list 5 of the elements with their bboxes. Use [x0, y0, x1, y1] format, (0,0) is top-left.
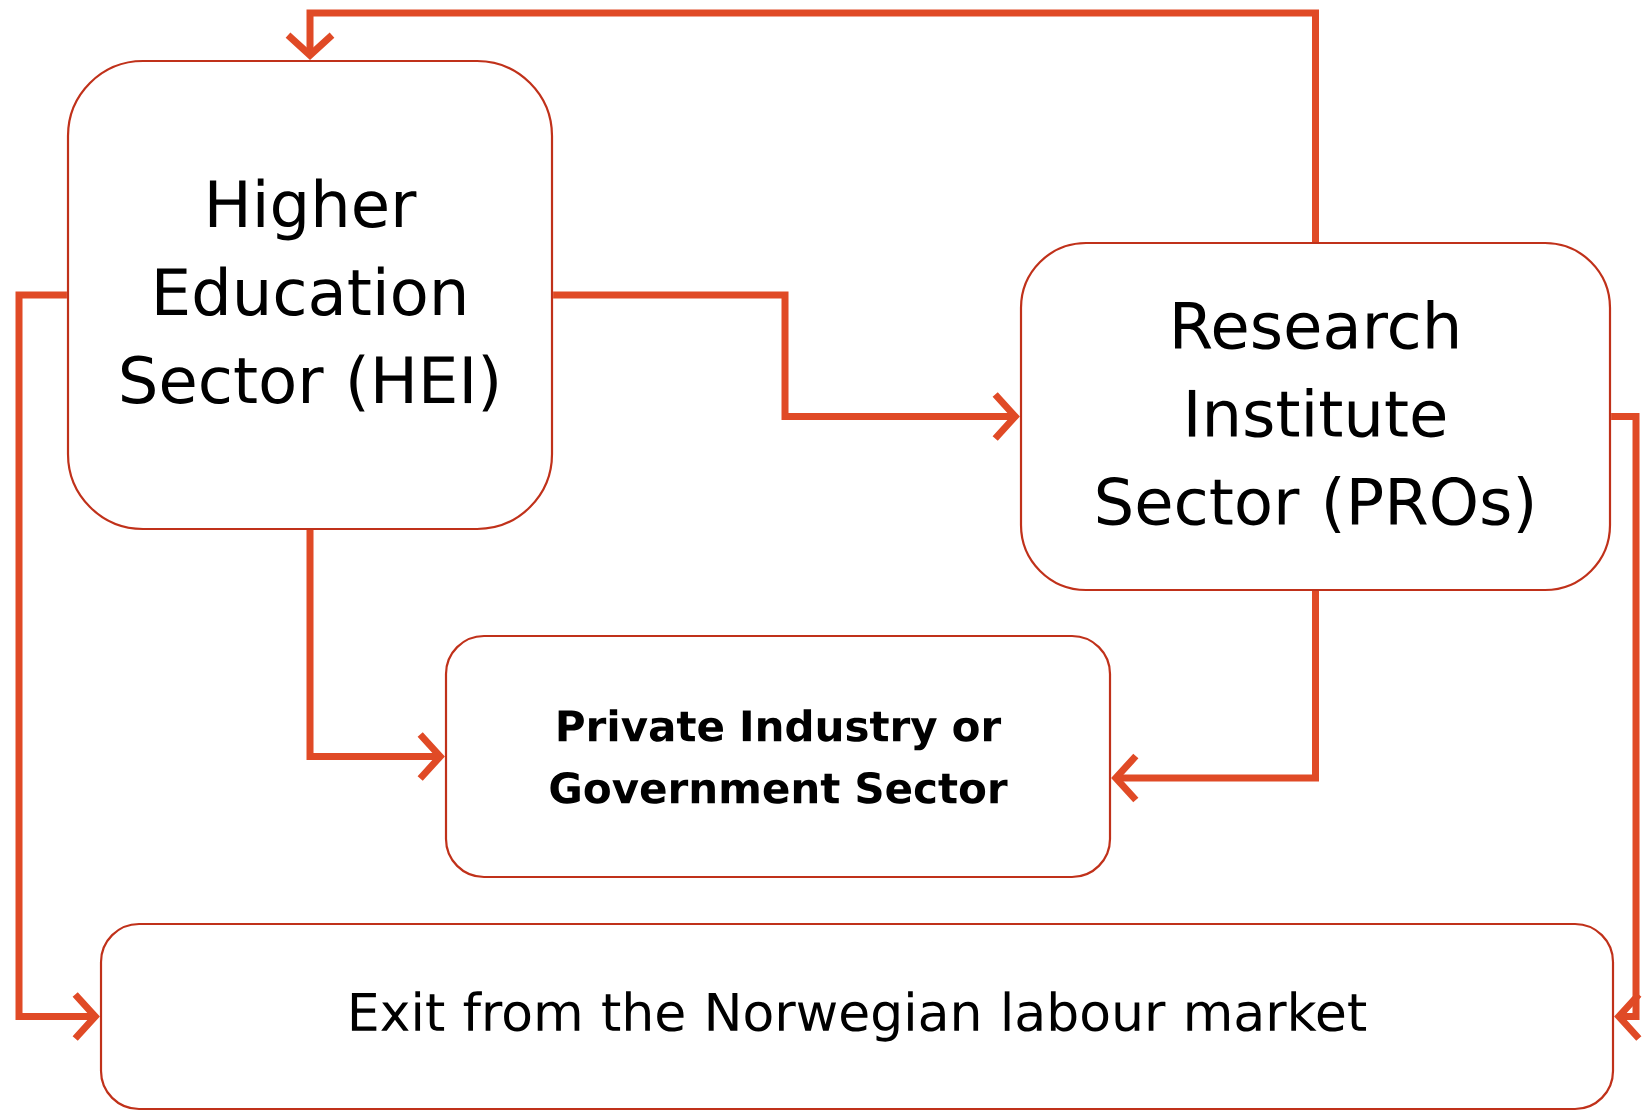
arrow: [15, 291, 100, 1041]
sector-box: Private Industry or Government Sector: [444, 634, 1112, 879]
exit-box: Exit from the Norwegian labour market: [99, 922, 1615, 1111]
sector-box: Research Institute Sector (PROs): [1019, 241, 1612, 592]
sector-box: Higher Education Sector (HEI): [66, 59, 554, 531]
